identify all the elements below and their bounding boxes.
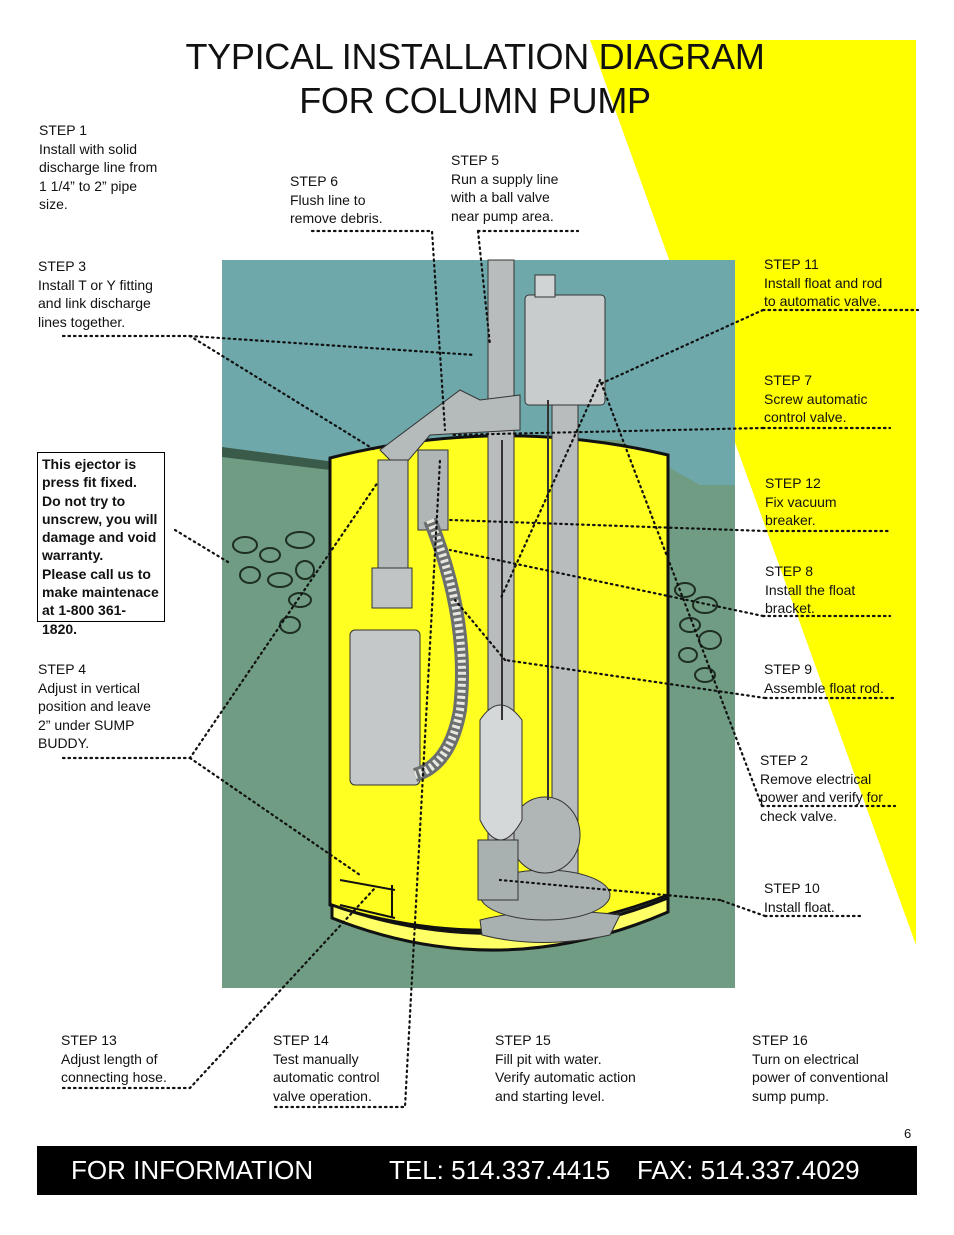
diagram-title-line2: FOR COLUMN PUMP (299, 80, 651, 121)
footer-fax: FAX: 514.337.4029 (637, 1155, 860, 1185)
step-10-text: STEP 10 Install float. (764, 880, 835, 915)
footer-label: FOR INFORMATION (71, 1155, 314, 1185)
step-7-text: STEP 7 Screw automatic control valve. (764, 372, 868, 425)
diagram-title-line1: TYPICAL INSTALLATION DIAGRAM (185, 36, 765, 77)
step-6-text: STEP 6 Flush line to remove debris. (290, 173, 383, 226)
footer-phone: TEL: 514.337.4415 (389, 1155, 611, 1185)
step-9-text: STEP 9 Assemble float rod. (764, 661, 884, 696)
step-1-text: STEP 1 Install with solid discharge line… (39, 122, 158, 212)
step-11-text: STEP 11 Install float and rod to automat… (764, 256, 883, 309)
pit-illustration (222, 259, 735, 988)
step-2-text: STEP 2 Remove electrical power and verif… (760, 752, 883, 824)
step-4-text: STEP 4 Adjust in vertical position and l… (38, 661, 151, 751)
step-12-text: STEP 12 Fix vacuum breaker. (765, 475, 837, 528)
ejector-warning-box: This ejector is press fit fixed. Do not … (37, 452, 165, 637)
step-8-text: STEP 8 Install the float bracket. (765, 563, 856, 616)
step-3-text: STEP 3 Install T or Y fitting and link d… (38, 258, 153, 330)
contact-footer: FOR INFORMATION TEL: 514.337.4415 FAX: 5… (37, 1146, 917, 1195)
page-number: 6 (904, 1126, 912, 1141)
step-16-text: STEP 16 Turn on electrical power of conv… (752, 1032, 889, 1104)
step-15-text: STEP 15 Fill pit with water. Verify auto… (495, 1032, 636, 1104)
leader-lines (61, 229, 920, 1109)
step-14-text: STEP 14 Test manually automatic control … (273, 1032, 380, 1104)
step-13-text: STEP 13 Adjust length of connecting hose… (61, 1032, 167, 1085)
step-5-text: STEP 5 Run a supply line with a ball val… (451, 152, 559, 224)
